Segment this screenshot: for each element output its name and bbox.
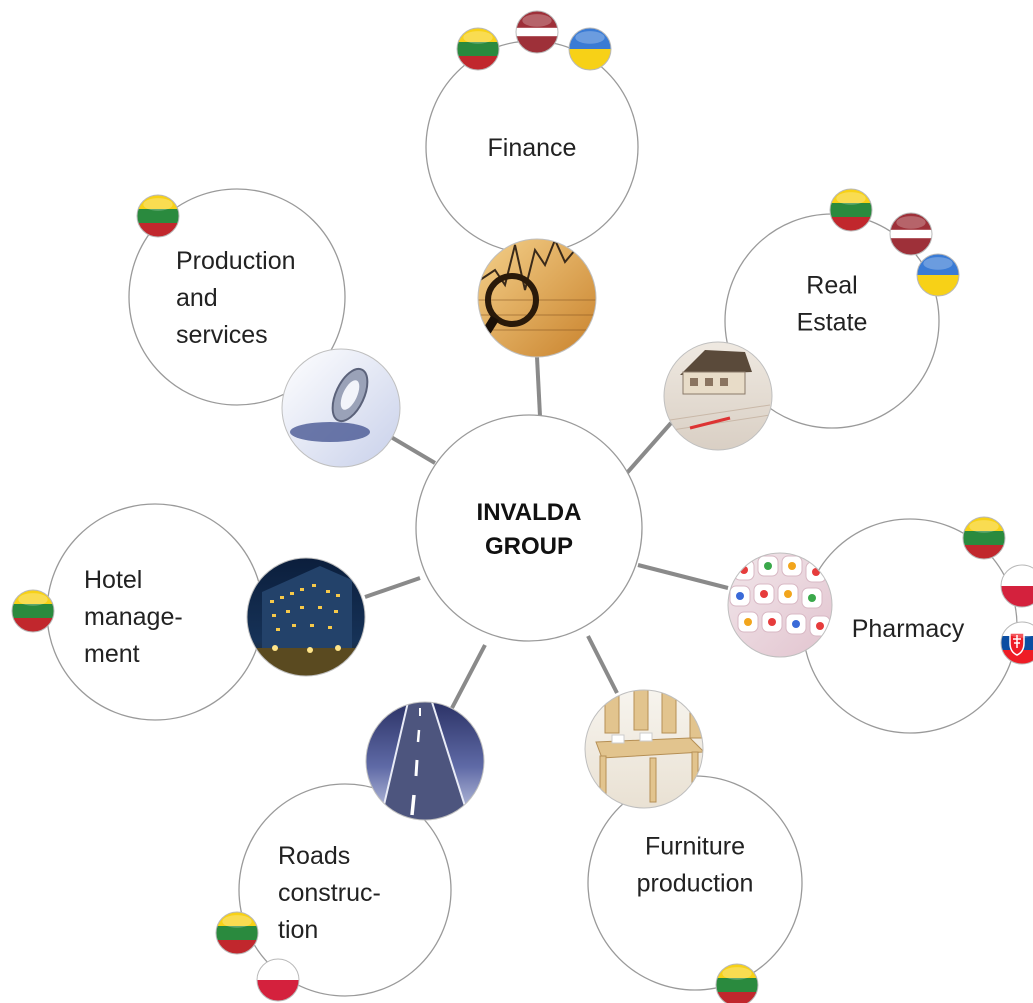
center-circle xyxy=(415,414,643,642)
pills-icon xyxy=(727,552,833,658)
sector-label: Roads construc-tion xyxy=(278,842,381,944)
sector-label-line: Pharmacy xyxy=(852,615,965,643)
connector-pharmacy xyxy=(637,563,729,590)
flag-lithuania-icon xyxy=(136,194,180,238)
sector-production-and-services[interactable]: Production and services xyxy=(128,188,346,406)
sector-label-line: Hotel xyxy=(84,566,142,594)
connector-roads xyxy=(450,644,487,709)
sector-circle xyxy=(238,783,452,997)
sector-label: Hotel manage-ment xyxy=(84,566,183,668)
flag-latvia-icon xyxy=(889,212,933,256)
sector-label-line: Furniture xyxy=(645,833,745,861)
flag-lithuania-icon xyxy=(962,516,1006,560)
sector-label-line: Finance xyxy=(488,134,577,162)
center-label: INVALDA GROUP xyxy=(477,499,582,560)
sector-hotel-management[interactable]: Hotel manage-ment xyxy=(46,503,264,721)
gear-icon xyxy=(281,348,401,468)
sector-label-line: construc- xyxy=(278,879,381,907)
country-flags xyxy=(11,10,1033,1003)
sector-label: Finance xyxy=(488,134,577,162)
connector-furniture xyxy=(586,635,619,694)
flag-ukraine-icon xyxy=(568,27,612,71)
table-chairs-icon xyxy=(584,689,704,809)
flag-lithuania-icon xyxy=(215,911,259,955)
sector-label-line: Estate xyxy=(797,309,868,337)
flag-lithuania-icon xyxy=(456,27,500,71)
sector-furniture-production[interactable]: Furniture production xyxy=(587,775,803,991)
sector-label-line: Roads xyxy=(278,842,350,870)
center-label-line: GROUP xyxy=(485,533,573,560)
sector-label-line: tion xyxy=(278,916,318,944)
connector-production xyxy=(389,435,437,465)
house-model-icon xyxy=(663,341,773,451)
road-icon xyxy=(365,701,485,821)
sector-label-line: Real xyxy=(806,272,857,300)
connector-finance xyxy=(535,356,542,417)
sector-label: Production and services xyxy=(176,247,296,349)
sector-roads-construction[interactable]: Roads construc-tion xyxy=(238,783,452,997)
connector-real-estate xyxy=(624,421,673,476)
connectors xyxy=(364,356,729,709)
flag-ukraine-icon xyxy=(916,253,960,297)
connector-hotel xyxy=(364,576,421,599)
sector-label-line: manage- xyxy=(84,603,183,631)
sector-finance[interactable]: Finance xyxy=(425,40,639,254)
hotel-building-icon xyxy=(246,557,366,677)
center-node[interactable]: INVALDA GROUP xyxy=(415,414,643,642)
flag-lithuania-icon xyxy=(11,589,55,633)
sector-pharmacy[interactable]: Pharmacy xyxy=(802,518,1018,734)
sector-label: Pharmacy xyxy=(852,615,965,643)
sector-label-line: and xyxy=(176,284,218,312)
flag-lithuania-icon xyxy=(829,188,873,232)
flag-latvia-icon xyxy=(515,10,559,54)
sector-label: Furniture production xyxy=(637,833,754,898)
sector-circle xyxy=(128,188,346,406)
flag-poland-icon xyxy=(256,958,300,1002)
stock-chart-magnifier-icon xyxy=(477,238,597,358)
sector-label-line: production xyxy=(637,870,754,898)
flag-lithuania-icon xyxy=(715,963,759,1003)
sector-label-line: services xyxy=(176,321,268,349)
flag-poland-icon xyxy=(1000,564,1033,608)
sector-label-line: ment xyxy=(84,640,140,668)
center-label-line: INVALDA xyxy=(477,499,582,526)
sector-label-line: Production xyxy=(176,247,296,275)
